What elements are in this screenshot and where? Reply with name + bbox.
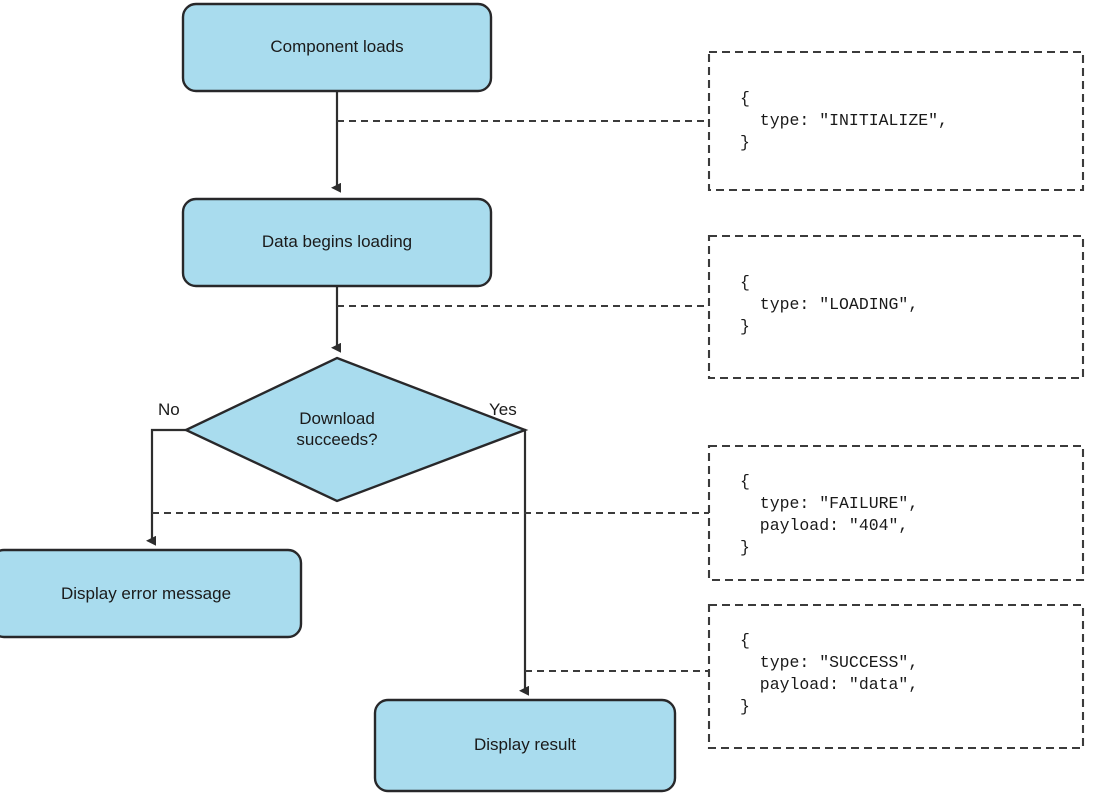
connector-decision-no-to-display-error-message [146, 428, 186, 546]
node-group [0, 2, 677, 793]
note-frame-failure [707, 444, 1085, 582]
note-frame-success [707, 603, 1085, 750]
note-text-initialize: { type: "INITIALIZE", } [740, 89, 948, 152]
node-display-error-message[interactable] [0, 548, 303, 639]
note-text-failure: { type: "FAILURE", payload: "404", } [740, 472, 919, 557]
branch-label-no: No [158, 400, 180, 419]
node-display-result[interactable] [373, 698, 677, 793]
node-component-loads[interactable] [181, 2, 493, 93]
connector-group-solid [146, 91, 529, 696]
note-frame-initialize [707, 50, 1085, 192]
note-text-success: { type: "SUCCESS", payload: "data", } [740, 631, 919, 716]
note-text-loading: { type: "LOADING", } [740, 273, 919, 336]
note-frame-loading [707, 234, 1085, 380]
note-frame-group [707, 50, 1085, 750]
branch-label-yes: Yes [489, 400, 517, 419]
connector-group-dashed [152, 119, 709, 673]
node-data-begins-loading[interactable] [181, 197, 493, 288]
node-download-succeeds-decision[interactable] [183, 356, 529, 503]
